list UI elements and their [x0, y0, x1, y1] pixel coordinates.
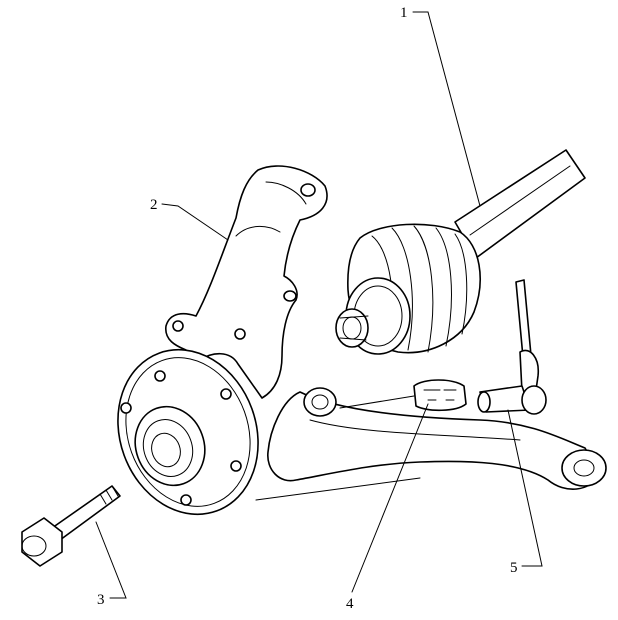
callout-4: 4 — [346, 596, 354, 612]
ball-joint — [477, 279, 547, 415]
leader-1 — [412, 11, 481, 207]
leader-lines — [95, 11, 543, 599]
callout-1: 1 — [400, 5, 408, 21]
pinch-bolt — [21, 485, 121, 567]
bushing-clip — [339, 379, 467, 412]
callout-3: 3 — [97, 592, 105, 608]
lower-control-arm — [255, 387, 607, 501]
callout-5: 5 — [510, 560, 518, 576]
leader-2 — [161, 203, 229, 241]
steering-knuckle — [165, 165, 328, 399]
leader-4 — [351, 403, 429, 593]
drive-shaft — [335, 149, 586, 355]
callout-2: 2 — [150, 197, 158, 213]
leader-5 — [507, 409, 543, 567]
leader-3 — [95, 521, 127, 599]
wheel-hub — [117, 348, 259, 516]
